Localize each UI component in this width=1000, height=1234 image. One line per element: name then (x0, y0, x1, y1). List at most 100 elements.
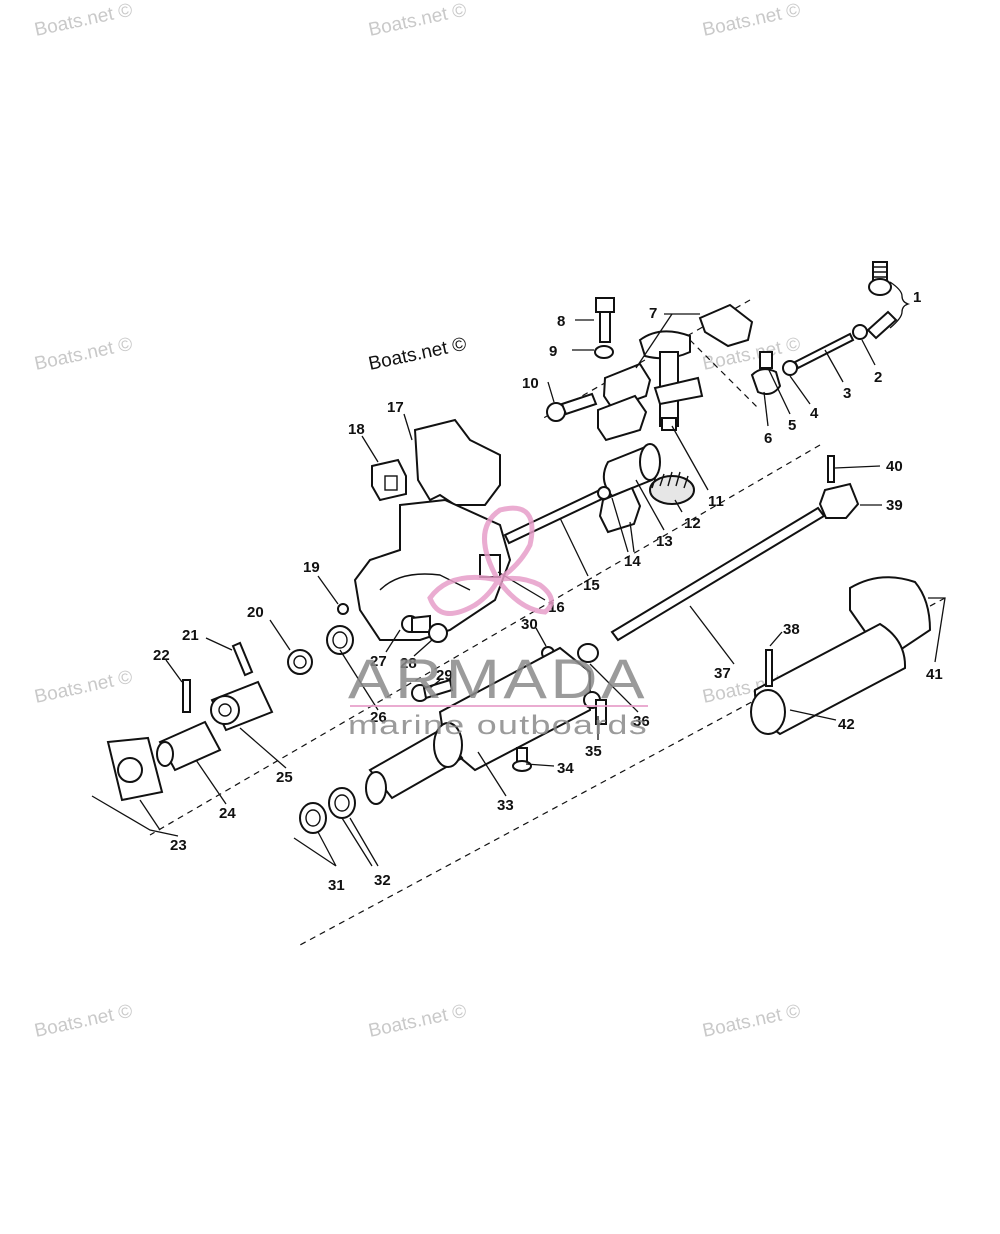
part-19-screw (337, 603, 349, 615)
part-38-pin (765, 649, 773, 687)
watermark: Boats.net © (701, 1001, 803, 1042)
part-16-detail (379, 573, 471, 591)
part-3-link-rod (793, 332, 855, 370)
part-13-tube-end (639, 443, 661, 481)
part-2-ball-joint (866, 310, 898, 340)
part-7-shift-arm (698, 303, 754, 348)
part-37-shaft (610, 506, 826, 642)
part-14-clamp-lower (598, 486, 642, 534)
part-22-pin (182, 679, 191, 713)
brand-tagline: marine outboards (348, 710, 648, 740)
callout-34: 34 (557, 760, 574, 777)
part-39-collar (818, 482, 860, 519)
part-34-bolt (512, 747, 532, 772)
callout-35: 35 (585, 743, 602, 760)
callout-29: 29 (436, 667, 453, 684)
callout-22: 22 (153, 647, 170, 664)
part-4-nut (782, 360, 798, 376)
part-15-rod (503, 488, 606, 545)
callout-20: 20 (247, 604, 264, 621)
part-15-rod-end (597, 486, 611, 500)
part-18-clip-slot (384, 475, 398, 491)
parts (106, 261, 932, 834)
brand-name: ARMADA (348, 647, 648, 710)
watermark: Boats.net © (367, 334, 469, 375)
watermark: Boats.net © (33, 1001, 135, 1042)
part-clamp-upper (602, 362, 652, 410)
callout-5: 5 (788, 417, 796, 434)
armada-logo: ARMADA marine outboards (348, 505, 648, 740)
callout-41: 41 (926, 666, 943, 683)
part-6-lever (750, 368, 782, 395)
callout-28: 28 (400, 655, 417, 672)
part-35-bolt (583, 691, 607, 725)
part-21-pin (231, 641, 254, 677)
callout-9: 9 (549, 343, 557, 360)
callout-11: 11 (708, 493, 724, 510)
callout-26: 26 (370, 709, 387, 726)
part-36-nut (577, 643, 599, 663)
part-33-housing (365, 646, 591, 805)
callout-17: 17 (387, 399, 404, 416)
callout-33: 33 (497, 797, 514, 814)
part-18-clip (371, 458, 407, 502)
callout-3: 3 (843, 385, 851, 402)
watermark: Boats.net © (33, 667, 135, 708)
part-24-sleeve-end (156, 741, 174, 767)
callout-21: 21 (182, 627, 199, 644)
part-28-washer (428, 623, 448, 643)
callout-7: 7 (649, 305, 657, 322)
callout-18: 18 (348, 421, 365, 438)
callout-14: 14 (624, 553, 641, 570)
part-5-bolt (759, 351, 773, 369)
callout-10: 10 (522, 375, 539, 392)
part-20-bushing (287, 649, 313, 675)
watermark: Boats.net © (367, 1001, 469, 1042)
watermark: Boats.net © (367, 0, 469, 41)
part-29-bolt (411, 678, 454, 702)
callout-6: 6 (764, 430, 772, 447)
callout-2: 2 (874, 369, 882, 386)
callout-38: 38 (783, 621, 800, 638)
callout-32: 32 (374, 872, 391, 889)
assembly-axis-lines (149, 299, 946, 946)
part-clamp-mid (597, 394, 648, 442)
part-41-cover (849, 576, 932, 662)
callout-12: 12 (684, 515, 701, 532)
callout-24: 24 (219, 805, 236, 822)
watermark: Boats.net © (701, 0, 803, 41)
callout-23: 23 (170, 837, 187, 854)
callout-40: 40 (886, 458, 903, 475)
callout-labels: 1 2 3 4 5 6 7 8 9 10 11 12 13 14 15 16 1… (153, 289, 943, 894)
part-8-bolt (595, 297, 615, 343)
part-26-seal (326, 625, 354, 655)
part-1-screw (868, 261, 892, 296)
part-2-ball (852, 324, 868, 340)
callout-31: 31 (328, 877, 345, 894)
callout-13: 13 (656, 533, 673, 550)
callout-39: 39 (886, 497, 903, 514)
callout-42: 42 (838, 716, 855, 733)
callout-1: 1 (913, 289, 921, 306)
callout-37: 37 (714, 665, 731, 682)
part-40-pin (827, 455, 835, 483)
part-31-washer (299, 802, 327, 834)
propeller-logo-icon (427, 505, 554, 616)
part-27-bolt (401, 614, 431, 633)
part-10-bolt (546, 392, 598, 422)
callout-15: 15 (583, 577, 600, 594)
callout-36: 36 (633, 713, 650, 730)
part-12-gear (649, 471, 695, 505)
part-17-bracket (413, 418, 501, 506)
watermark: Boats.net © (33, 334, 135, 375)
part-25-coupling (210, 680, 274, 732)
part-42-cylinder (750, 622, 907, 736)
part-32-washer (328, 787, 356, 819)
callout-19: 19 (303, 559, 320, 576)
callout-27: 27 (370, 653, 387, 670)
callout-30: 30 (521, 616, 538, 633)
part-23-plate (106, 736, 164, 802)
callout-25: 25 (276, 769, 293, 786)
